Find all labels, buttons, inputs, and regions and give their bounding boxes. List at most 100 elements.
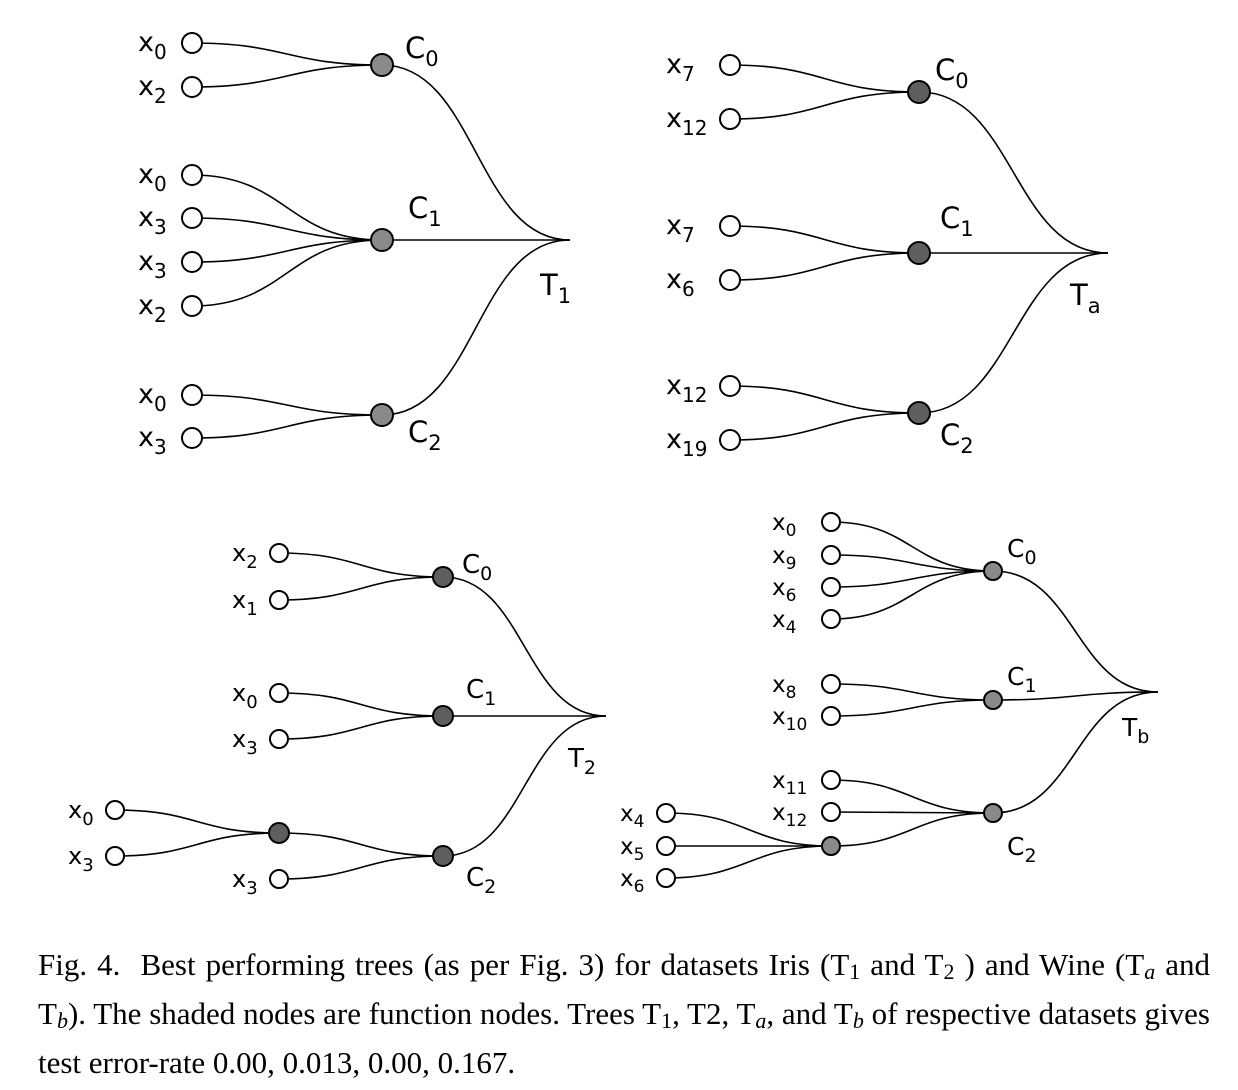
input-label: x7	[666, 210, 695, 247]
tree-edge	[191, 174, 383, 241]
tree-edge	[830, 683, 994, 701]
tree-edge	[442, 715, 607, 857]
leaf-node	[821, 545, 841, 565]
tree-edge	[191, 394, 383, 416]
function-node	[821, 836, 841, 856]
tree-edge	[278, 832, 444, 857]
tree-edge	[992, 691, 1159, 701]
leaf-node	[719, 215, 741, 237]
leaf-node	[821, 674, 841, 694]
class-label: C2	[940, 418, 974, 458]
input-label: x12	[666, 370, 707, 407]
input-label: x2	[232, 539, 258, 573]
input-label: x9	[772, 543, 796, 574]
tree-edge	[278, 692, 444, 717]
tree-edge	[830, 812, 994, 847]
input-label: x0	[772, 510, 796, 541]
input-label: x6	[620, 866, 644, 897]
tree-edge	[830, 570, 994, 588]
class-node	[907, 241, 931, 265]
tree-edge	[665, 845, 832, 879]
leaf-node	[181, 32, 203, 54]
tree-edge	[381, 239, 571, 416]
tree-edge	[830, 570, 994, 620]
class-label: C2	[466, 863, 496, 898]
class-node	[983, 561, 1003, 581]
class-node	[432, 845, 454, 867]
input-label: x8	[772, 672, 796, 703]
tree-edge	[191, 239, 383, 263]
leaf-node	[719, 429, 741, 451]
leaf-node	[181, 427, 203, 449]
input-label: x2	[138, 71, 167, 108]
input-label: x5	[620, 834, 644, 865]
tree-edge	[992, 691, 1159, 814]
input-label: x7	[666, 49, 695, 86]
tree-edge	[278, 576, 444, 601]
input-label: x0	[232, 679, 258, 713]
tree-edge	[191, 42, 383, 66]
leaf-node	[181, 295, 203, 317]
leaf-node	[719, 375, 741, 397]
tree-edge	[191, 414, 383, 439]
input-label: x4	[620, 801, 644, 832]
tree-edge	[830, 554, 994, 572]
leaf-node	[821, 802, 841, 822]
input-label: x12	[772, 800, 807, 831]
input-label: x19	[666, 424, 707, 461]
input-label: x10	[772, 704, 807, 735]
tree-edge	[381, 64, 571, 241]
input-label: x4	[772, 607, 796, 638]
input-label: x1	[232, 586, 258, 620]
input-label: x3	[232, 725, 258, 759]
class-node	[370, 228, 394, 252]
input-label: x0	[138, 159, 167, 196]
class-node	[907, 80, 931, 104]
tree-edge	[830, 811, 994, 814]
class-node	[907, 401, 931, 425]
tree-edge	[830, 699, 994, 717]
leaf-node	[719, 54, 741, 76]
tree-edge	[729, 412, 920, 441]
class-label: C0	[935, 53, 969, 93]
class-node	[432, 566, 454, 588]
class-label: C1	[1007, 662, 1037, 697]
tree-edge	[665, 812, 832, 847]
class-label: C1	[466, 675, 496, 710]
leaf-node	[181, 251, 203, 273]
leaf-node	[719, 108, 741, 130]
tree-edge	[918, 91, 1109, 254]
input-label: x3	[138, 422, 167, 459]
tree-edge	[830, 779, 994, 814]
tree-edge	[114, 809, 280, 834]
input-label: x11	[772, 768, 807, 799]
input-label: x0	[138, 27, 167, 64]
input-label: x3	[232, 865, 258, 899]
class-label: C0	[405, 31, 439, 71]
leaf-node	[181, 207, 203, 229]
class-label: C2	[1007, 832, 1037, 867]
tree-edge	[729, 252, 920, 281]
leaf-node	[719, 269, 741, 291]
leaf-node	[269, 543, 289, 563]
class-node	[983, 690, 1003, 710]
tree-edge	[729, 385, 920, 414]
input-label: x3	[138, 246, 167, 283]
tree-edge	[278, 552, 444, 578]
class-label: C2	[408, 415, 442, 455]
tree-root-label: T1	[539, 268, 571, 308]
class-node	[370, 403, 394, 427]
leaf-node	[105, 846, 125, 866]
leaf-node	[821, 512, 841, 532]
input-label: x3	[138, 202, 167, 239]
leaf-node	[821, 577, 841, 597]
class-label: C0	[462, 550, 492, 585]
leaf-node	[821, 706, 841, 726]
tree-root-label: Ta	[1069, 278, 1101, 318]
leaf-node	[656, 868, 676, 888]
tree-edge	[729, 225, 920, 254]
leaf-node	[105, 800, 125, 820]
